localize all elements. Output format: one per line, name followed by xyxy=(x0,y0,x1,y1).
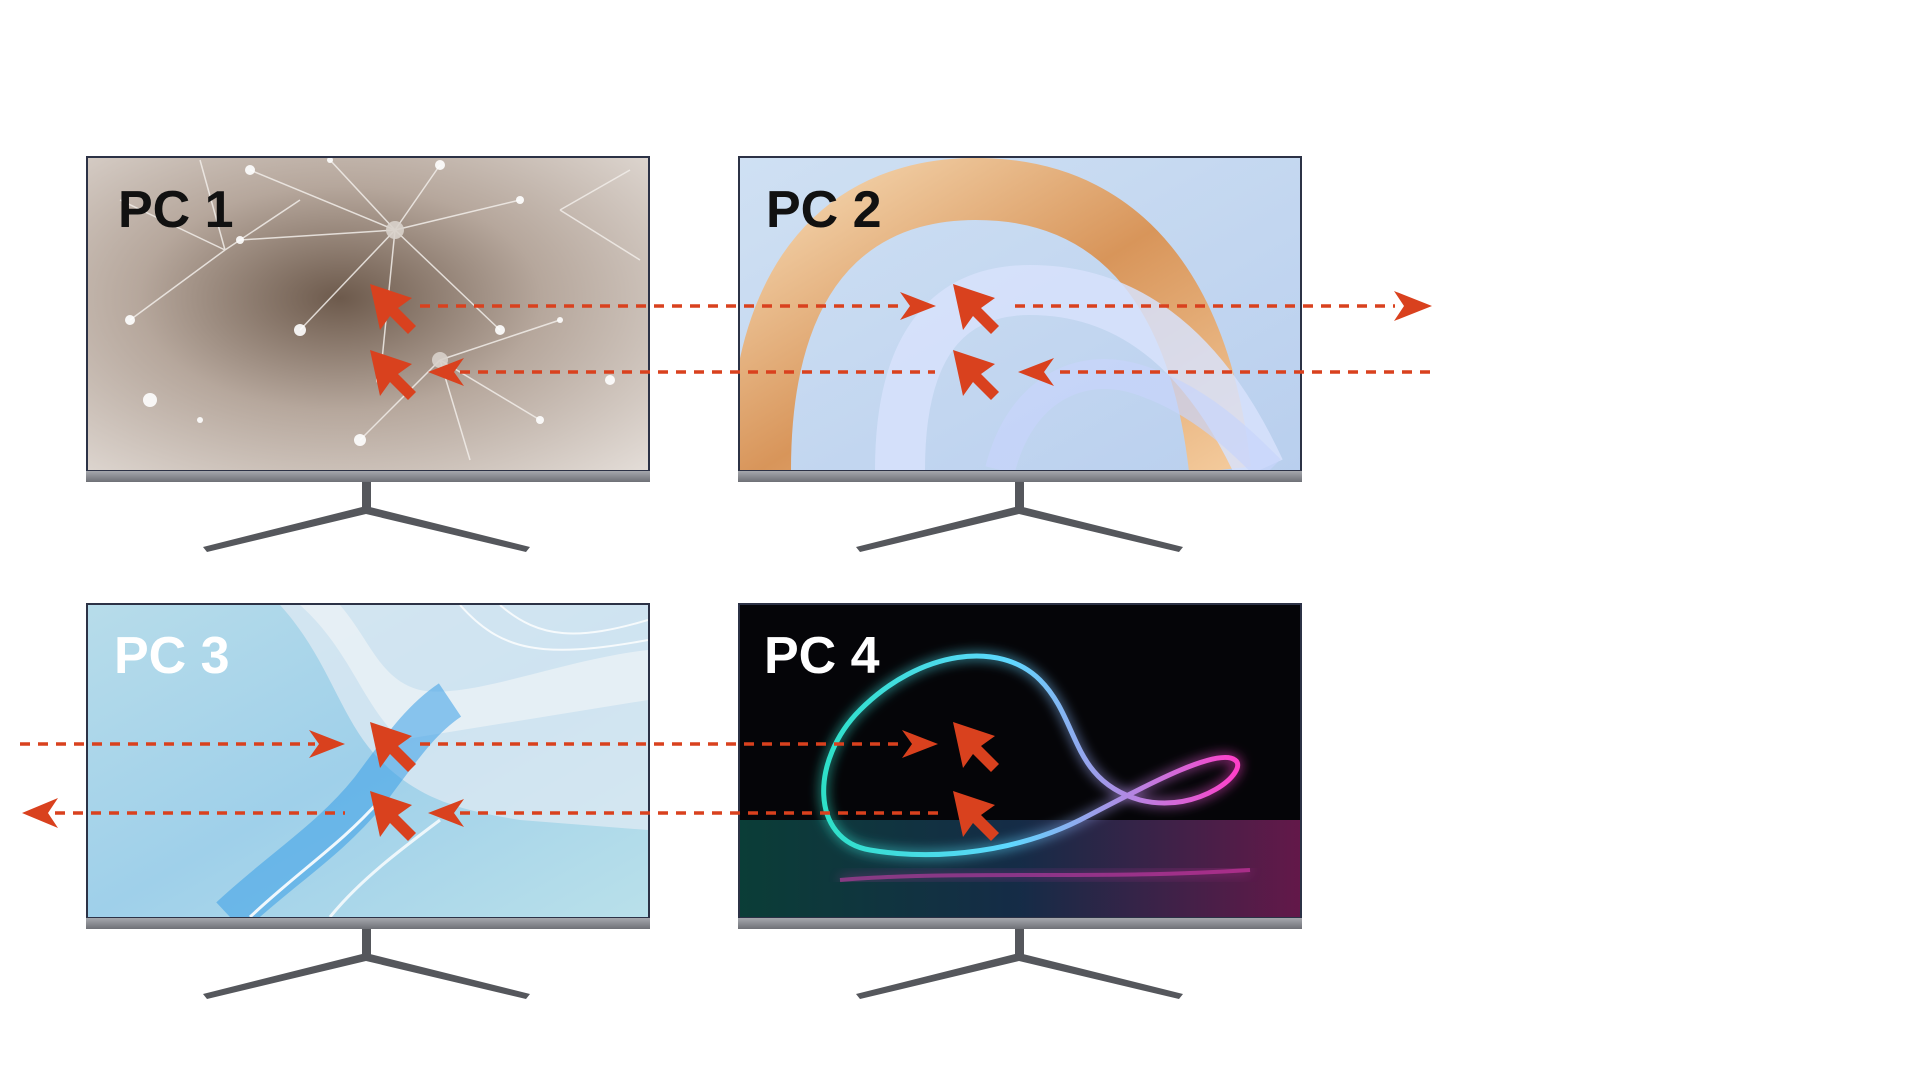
monitor-stand xyxy=(856,506,1183,552)
pc4-label: PC 4 xyxy=(764,627,880,685)
dashed-arrow-icon xyxy=(428,358,464,386)
wallpaper-neon-loop xyxy=(740,605,1300,917)
mouse-pointer-arrow-icon xyxy=(370,350,416,400)
monitor-pc1 xyxy=(86,156,650,552)
monitor-neck xyxy=(1015,929,1024,955)
monitor-chin xyxy=(738,471,1302,482)
monitor-pc3 xyxy=(86,603,650,999)
mouse-pointer-arrow-icon xyxy=(953,722,999,772)
dashed-arrow-icon xyxy=(1018,358,1054,386)
monitor-stand xyxy=(203,953,530,999)
wallpaper-blue-waves xyxy=(88,605,648,917)
mouse-pointer-arrow-icon xyxy=(370,284,416,334)
mouse-pointer-arrow-icon xyxy=(370,791,416,841)
monitor-stand xyxy=(203,506,530,552)
monitor-chin xyxy=(86,471,650,482)
dashed-arrow-icon xyxy=(309,730,345,758)
monitor-pc2 xyxy=(738,156,1302,552)
pc2-label: PC 2 xyxy=(766,181,882,239)
monitor-chin xyxy=(738,918,1302,929)
mouse-pointer-arrow-icon xyxy=(953,350,999,400)
wallpaper-gold-arch xyxy=(740,158,1300,470)
dashed-arrow-icon xyxy=(22,798,58,828)
monitor-neck xyxy=(362,929,371,955)
monitor-neck xyxy=(362,482,371,508)
pc3-label: PC 3 xyxy=(114,627,230,685)
dashed-arrow-icon xyxy=(900,292,936,320)
mouse-pointer-arrow-icon xyxy=(370,722,416,772)
dashed-arrow-icon xyxy=(428,799,464,827)
dashed-arrow-icon xyxy=(1394,291,1432,321)
mouse-pointer-arrow-icon xyxy=(953,284,999,334)
monitor-stand xyxy=(856,953,1183,999)
monitor-neck xyxy=(1015,482,1024,508)
mouse-pointer-arrow-icon xyxy=(953,791,999,841)
monitor-pc4 xyxy=(738,603,1302,999)
pc1-label: PC 1 xyxy=(118,181,234,239)
dashed-arrow-icon xyxy=(902,730,938,758)
monitor-chin xyxy=(86,918,650,929)
